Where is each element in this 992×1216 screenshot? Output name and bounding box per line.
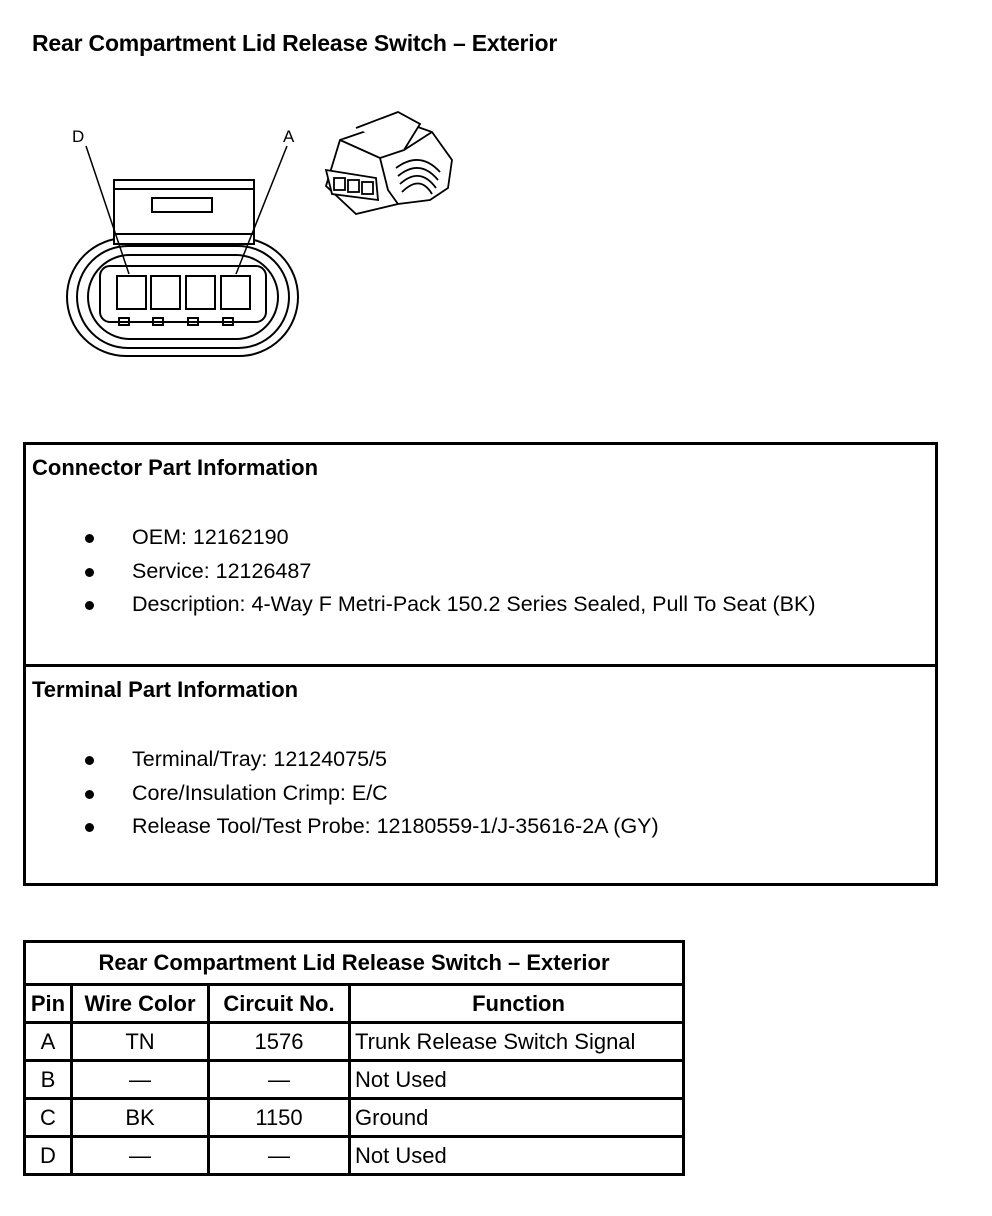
page-title: Rear Compartment Lid Release Switch – Ex… [32, 30, 558, 56]
terminal-info-tray: Terminal/Tray: 12124075/5 [132, 747, 387, 771]
cell-pin: A [23, 1021, 73, 1062]
header-wire-color: Wire Color [70, 983, 210, 1024]
bullet-icon [85, 789, 94, 799]
connector-part-information: Connector Part Information OEM: 12162190… [26, 445, 935, 667]
cell-circuit-no: — [207, 1059, 351, 1100]
part-information-box: Connector Part Information OEM: 12162190… [23, 442, 938, 886]
bullet-icon [85, 567, 94, 577]
list-item: OEM: 12162190 [26, 525, 816, 559]
pin-label-a: A [283, 127, 295, 146]
connector-3d-view [324, 111, 453, 215]
cell-function: Not Used [348, 1135, 685, 1176]
connector-info-list: OEM: 12162190 Service: 12126487 Descript… [26, 525, 816, 626]
terminal-info-heading: Terminal Part Information [32, 677, 299, 702]
terminal-info-list: Terminal/Tray: 12124075/5 Core/Insulatio… [26, 747, 659, 848]
table-caption-row: Rear Compartment Lid Release Switch – Ex… [23, 940, 685, 986]
cell-wire-color: BK [70, 1097, 210, 1138]
list-item: Release Tool/Test Probe: 12180559-1/J-35… [26, 814, 659, 848]
table-row: D — — Not Used [23, 1135, 685, 1176]
pin-label-d: D [72, 127, 84, 146]
list-item: Core/Insulation Crimp: E/C [26, 781, 659, 815]
cell-wire-color: TN [70, 1021, 210, 1062]
table-caption: Rear Compartment Lid Release Switch – Ex… [23, 940, 685, 986]
connector-diagram: D A [66, 111, 453, 357]
bullet-icon [85, 823, 94, 832]
bullet-icon [85, 756, 94, 765]
cell-wire-color: — [70, 1059, 210, 1100]
cell-function: Not Used [348, 1059, 685, 1100]
cell-circuit-no: 1576 [207, 1021, 351, 1062]
table-row: A TN 1576 Trunk Release Switch Signal [23, 1021, 685, 1062]
bullet-icon [85, 534, 94, 543]
header-function: Function [348, 983, 685, 1024]
connector-info-oem: OEM: 12162190 [132, 525, 289, 549]
connector-info-service: Service: 12126487 [132, 558, 312, 583]
connector-info-heading: Connector Part Information [32, 455, 319, 480]
cell-function: Ground [348, 1097, 685, 1138]
cell-wire-color: — [70, 1135, 210, 1176]
table-row: C BK 1150 Ground [23, 1097, 685, 1138]
header-circuit-no: Circuit No. [207, 983, 351, 1024]
cell-pin: C [23, 1097, 73, 1138]
table-row: B — — Not Used [23, 1059, 685, 1100]
cell-pin: B [23, 1059, 73, 1100]
connector-info-description: Description: 4-Way F Metri-Pack 150.2 Se… [132, 592, 816, 616]
list-item: Terminal/Tray: 12124075/5 [26, 747, 659, 781]
list-item: Description: 4-Way F Metri-Pack 150.2 Se… [26, 592, 816, 626]
list-item: Service: 12126487 [26, 559, 816, 593]
bullet-icon [85, 601, 94, 610]
cell-function: Trunk Release Switch Signal [348, 1021, 685, 1062]
cell-circuit-no: 1150 [207, 1097, 351, 1138]
pin-table: Rear Compartment Lid Release Switch – Ex… [23, 940, 685, 1176]
terminal-info-crimp: Core/Insulation Crimp: E/C [132, 780, 388, 805]
terminal-part-information: Terminal Part Information Terminal/Tray:… [26, 667, 935, 883]
connector-face-view [66, 145, 299, 357]
cell-circuit-no: — [207, 1135, 351, 1176]
table-header-row: Pin Wire Color Circuit No. Function [23, 983, 685, 1024]
terminal-info-release-tool: Release Tool/Test Probe: 12180559-1/J-35… [132, 814, 659, 838]
header-pin: Pin [23, 983, 73, 1024]
cell-pin: D [23, 1135, 73, 1176]
